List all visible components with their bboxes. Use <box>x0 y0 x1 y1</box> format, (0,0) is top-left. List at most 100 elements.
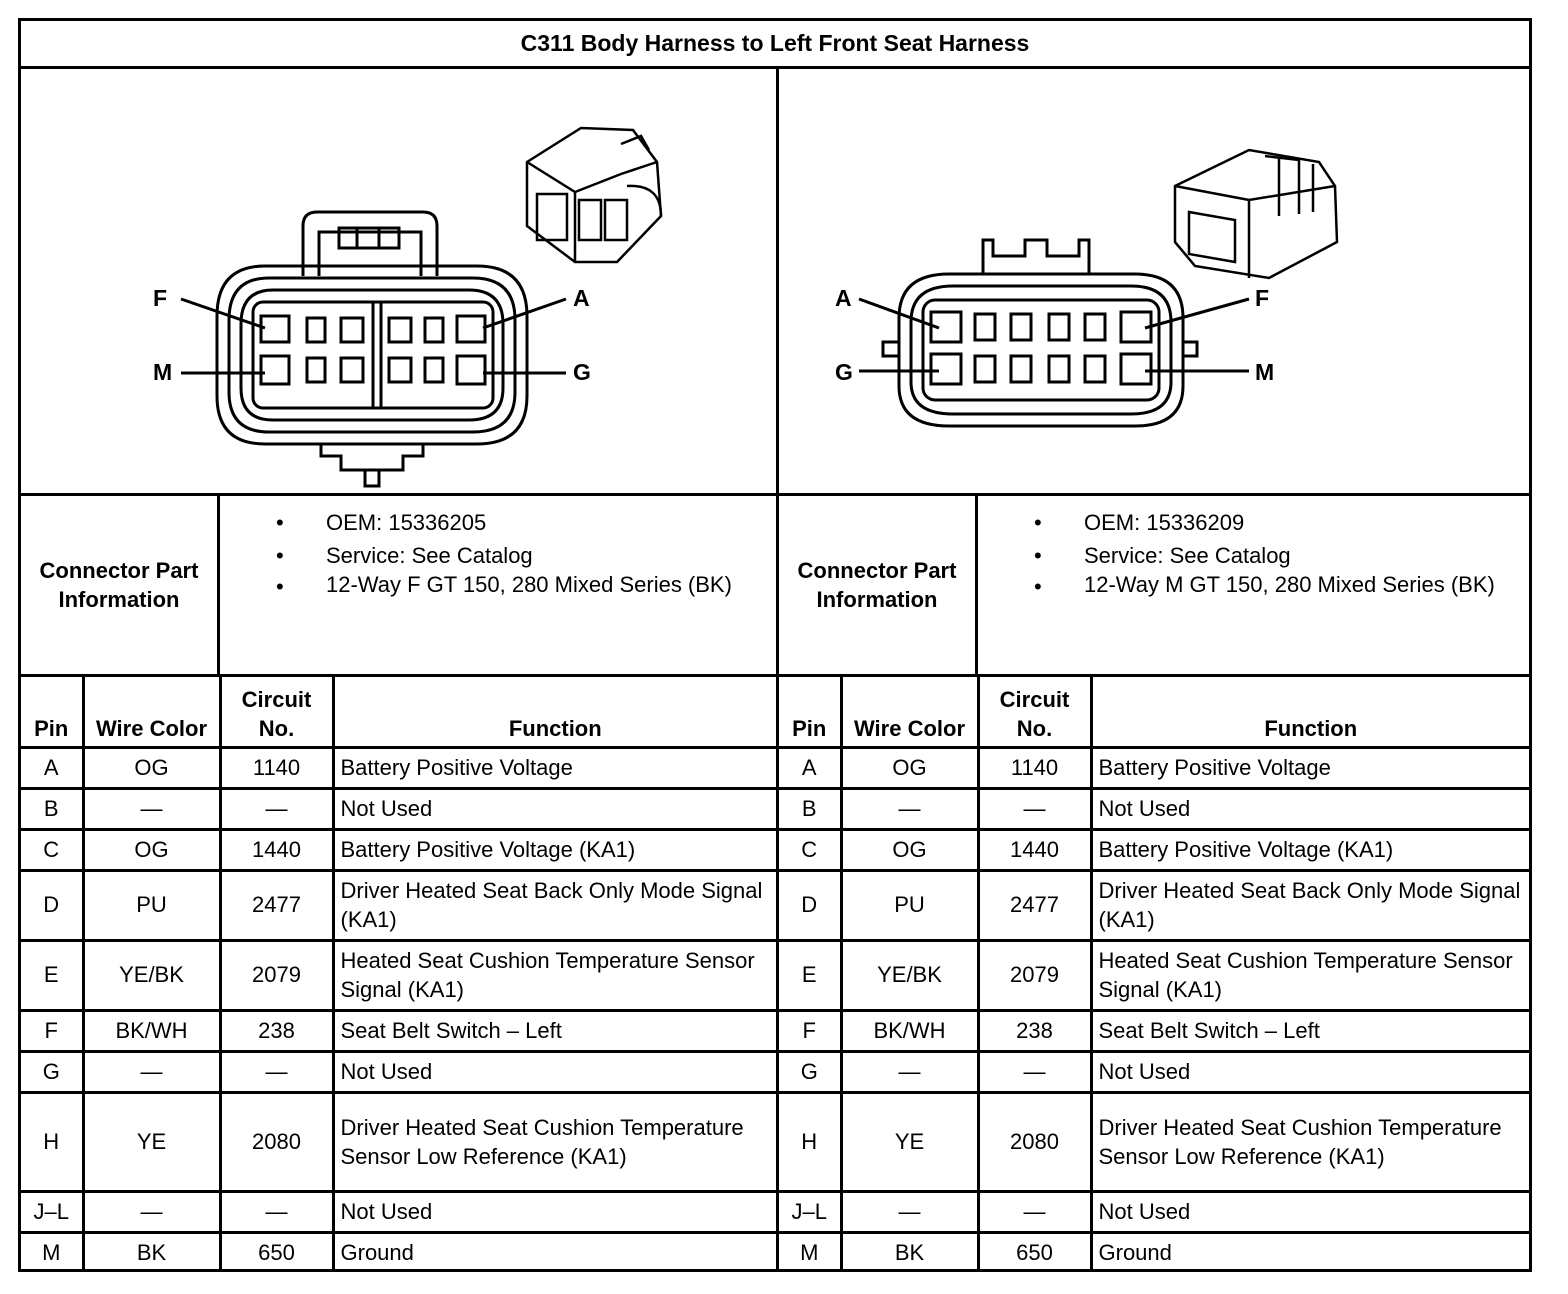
function-cell: Battery Positive Voltage (KA1) <box>331 827 776 872</box>
function-cell: Not Used <box>1089 1049 1529 1094</box>
part-info-series: 12-Way F GT 150, 280 Mixed Series (BK) <box>220 570 746 603</box>
function-cell: Not Used <box>1089 1189 1529 1234</box>
function-cell: Not Used <box>1089 786 1529 831</box>
wire-color-cell: YE <box>839 1090 980 1193</box>
circuit-cell: — <box>976 1049 1093 1094</box>
connector-sheet: C311 Body Harness to Left Front Seat Har… <box>18 18 1532 1272</box>
callout-top-right: F <box>1255 285 1270 311</box>
circuit-cell: — <box>218 1189 335 1234</box>
part-info-oem: OEM: 15336209 <box>978 506 1504 539</box>
wire-color-cell: — <box>81 786 222 831</box>
circuit-cell: 1140 <box>976 745 1093 790</box>
col-circuit: Circuit No. <box>218 677 335 749</box>
circuit-cell: 1440 <box>976 827 1093 872</box>
pin-cell: F <box>21 1008 85 1053</box>
connector-right: A G F M Connector Part Information OEM: … <box>776 66 1529 1272</box>
part-info-series: 12-Way M GT 150, 280 Mixed Series (BK) <box>978 570 1504 603</box>
connector-part-label: Connector Part Information <box>21 496 220 674</box>
table-row: G——Not Used <box>21 1049 776 1094</box>
wire-color-cell: YE/BK <box>839 938 980 1012</box>
part-info-service: Service: See Catalog <box>978 539 1504 572</box>
function-cell: Driver Heated Seat Back Only Mode Signal… <box>1089 868 1529 942</box>
pin-cell: E <box>779 938 843 1012</box>
function-cell: Heated Seat Cushion Temperature Sensor S… <box>1089 938 1529 1012</box>
function-cell: Battery Positive Voltage (KA1) <box>1089 827 1529 872</box>
callout-top-left: F <box>153 285 168 311</box>
connector-left: F M A G Connector Part Information OEM: … <box>21 66 776 1272</box>
connector-part-info: Connector Part Information OEM: 15336205… <box>21 496 776 677</box>
circuit-cell: 2477 <box>218 868 335 942</box>
callout-bottom-right: M <box>1255 359 1275 385</box>
pin-cell: G <box>779 1049 843 1094</box>
circuit-cell: — <box>976 1189 1093 1234</box>
wire-color-cell: BK/WH <box>839 1008 980 1053</box>
wire-color-cell: OG <box>839 827 980 872</box>
circuit-cell: 1140 <box>218 745 335 790</box>
wire-color-cell: OG <box>839 745 980 790</box>
col-function: Function <box>1089 677 1529 749</box>
col-function: Function <box>331 677 776 749</box>
circuit-cell: — <box>218 1049 335 1094</box>
circuit-cell: 2079 <box>976 938 1093 1012</box>
col-pin: Pin <box>21 677 85 749</box>
pin-cell: C <box>779 827 843 872</box>
wire-color-cell: — <box>81 1049 222 1094</box>
circuit-cell: 2477 <box>976 868 1093 942</box>
pin-cell: H <box>779 1090 843 1193</box>
pin-cell: D <box>21 868 85 942</box>
pin-cell: D <box>779 868 843 942</box>
function-cell: Battery Positive Voltage <box>1089 745 1529 790</box>
callout-bottom-left: G <box>835 359 853 385</box>
pin-cell: E <box>21 938 85 1012</box>
function-cell: Seat Belt Switch – Left <box>1089 1008 1529 1053</box>
part-info-oem: OEM: 15336205 <box>220 506 746 539</box>
wire-color-cell: BK/WH <box>81 1008 222 1053</box>
female-connector-face-icon <box>180 126 663 488</box>
table-row: J–L——Not Used <box>21 1189 776 1234</box>
col-pin: Pin <box>779 677 843 749</box>
wire-color-cell: BK <box>839 1230 980 1272</box>
pin-cell: A <box>21 745 85 790</box>
callout-top-right: A <box>573 285 590 311</box>
pin-cell: A <box>779 745 843 790</box>
function-cell: Not Used <box>331 786 776 831</box>
function-cell: Driver Heated Seat Cushion Temperature S… <box>331 1090 776 1193</box>
function-cell: Heated Seat Cushion Temperature Sensor S… <box>331 938 776 1012</box>
callout-bottom-right: G <box>573 359 591 385</box>
col-wire-color: Wire Color <box>81 677 222 749</box>
wire-color-cell: — <box>839 1189 980 1234</box>
circuit-cell: 650 <box>218 1230 335 1272</box>
wire-color-cell: BK <box>81 1230 222 1272</box>
wire-color-cell: YE <box>81 1090 222 1193</box>
pin-cell: G <box>21 1049 85 1094</box>
table-row: B——Not Used <box>21 786 776 831</box>
circuit-cell: 1440 <box>218 827 335 872</box>
circuit-cell: 2079 <box>218 938 335 1012</box>
function-cell: Not Used <box>331 1049 776 1094</box>
function-cell: Seat Belt Switch – Left <box>331 1008 776 1053</box>
pin-cell: M <box>21 1230 85 1272</box>
function-cell: Battery Positive Voltage <box>331 745 776 790</box>
female-connector-drawing: F M A G <box>21 66 776 496</box>
function-cell: Ground <box>1089 1230 1529 1272</box>
circuit-cell: 650 <box>976 1230 1093 1272</box>
wire-color-cell: — <box>839 786 980 831</box>
wire-color-cell: PU <box>81 868 222 942</box>
male-connector-drawing: A G F M <box>779 66 1529 496</box>
table-row: G——Not Used <box>779 1049 1529 1094</box>
connector-part-info: Connector Part Information OEM: 15336209… <box>779 496 1529 677</box>
wire-color-cell: YE/BK <box>81 938 222 1012</box>
